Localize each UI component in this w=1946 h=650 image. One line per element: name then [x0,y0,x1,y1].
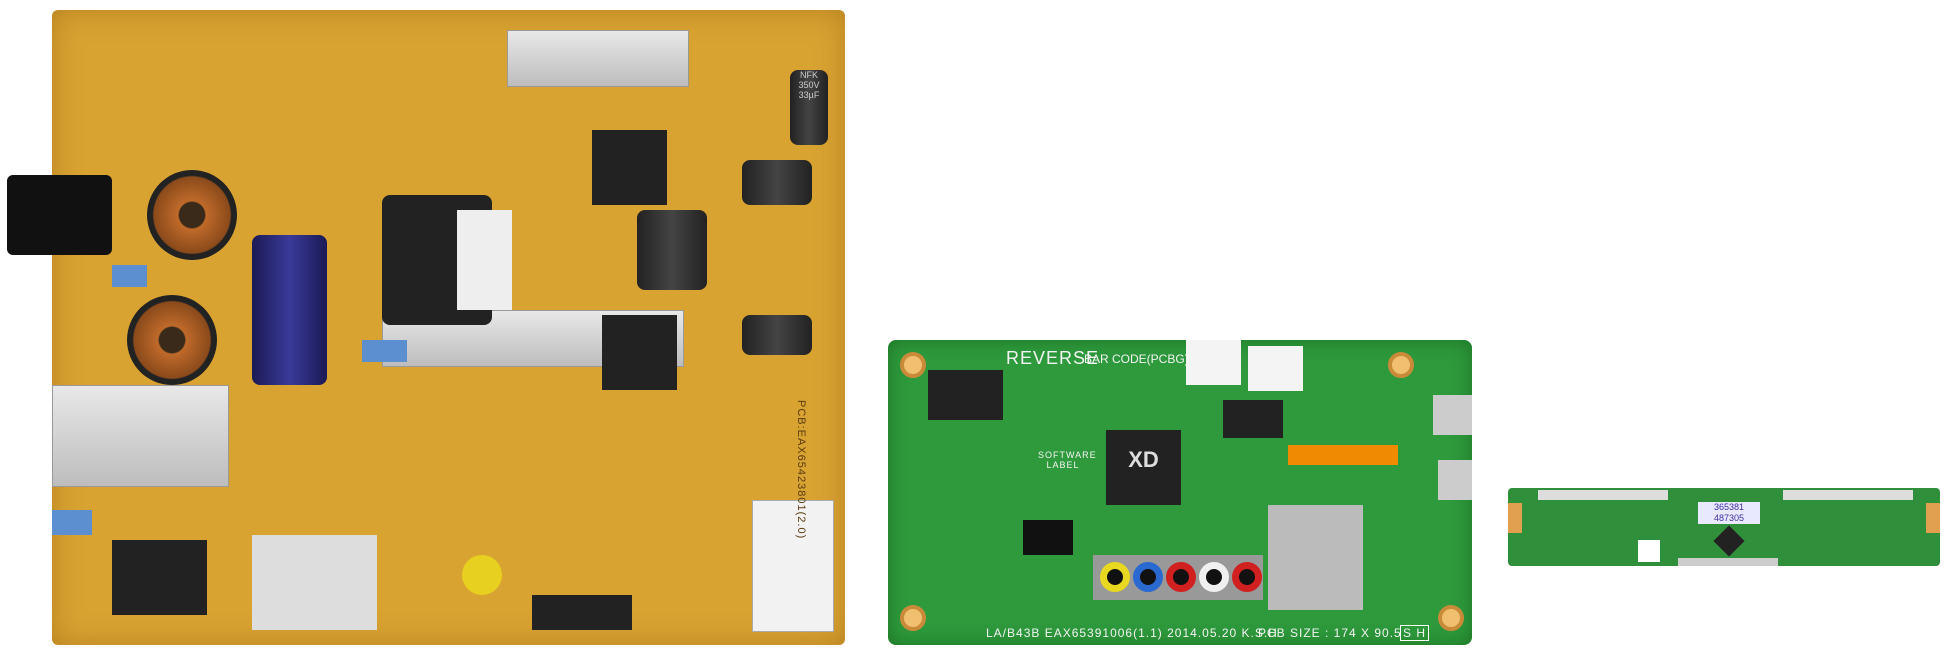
reverse-label: REVERSE [1006,348,1100,368]
tuner [1268,505,1363,610]
ci-slot [928,370,1003,420]
sh-mark: S H [1400,625,1430,641]
rca-jack-yellow[interactable] [1100,562,1130,592]
bulk-capacitor [252,235,327,385]
transformer-small [592,130,667,205]
rca-jack-blue[interactable] [1133,562,1163,592]
mounting-hole [900,352,926,378]
hdmi-port[interactable] [1023,520,1073,555]
transformer-small [602,315,677,390]
sticker: 365381 487305 [1698,502,1760,524]
rca-jack-red[interactable] [1166,562,1196,592]
inductor-coil [147,170,237,260]
tcon-chip [1713,525,1745,557]
lvds-connector [1538,490,1668,500]
sticker [1186,340,1241,385]
board-part-number: LA/B43B EAX65391006(1.1) 2014.05.20 K.S.… [986,626,1278,640]
output-connector [532,595,632,630]
mounting-tab [1926,503,1940,533]
barcode-sticker [752,500,834,632]
mounting-hole [1438,605,1464,631]
heatsink-left [52,385,229,487]
connector [1678,558,1778,566]
sticker [1248,346,1303,391]
barcode-label: BAR CODE(PCBG) [1084,352,1189,366]
main-soc-chip: XD [1106,430,1181,505]
mounting-tab [1508,503,1522,533]
usb-port[interactable] [1433,395,1472,435]
capacitor-yellow [462,555,502,595]
capacitor-blue [362,340,407,362]
transformer-label [457,210,512,310]
capacitor [742,315,812,355]
capacitor-blue [52,510,92,535]
memory-chip [1223,400,1283,438]
capacitor: NFK 350V 33µF [790,70,828,145]
inductor-coil [127,295,217,385]
capacitor [742,160,812,205]
hdmi-port[interactable] [1438,460,1472,500]
power-supply-board: NFK 350V 33µF PCB:EAX65423801(2.0) [7,10,845,645]
standby-transformer [112,540,207,615]
pcb-size: PCB SIZE : 174 X 90.5 [1258,626,1402,640]
orange-sticker [1288,445,1398,465]
ac-power-inlet [7,175,112,255]
rca-jack-white[interactable] [1199,562,1229,592]
tcon-board: 365381 487305 [1508,488,1940,566]
output-heatsink [252,535,377,630]
capacitor-marking: NFK 350V 33µF [798,70,820,100]
capacitor [637,210,707,290]
qr-label [1638,540,1660,562]
capacitor-blue [112,265,147,287]
mounting-hole [900,605,926,631]
main-board: REVERSE BAR CODE(PCBG) XD SOFTWARE LABEL… [888,340,1472,645]
software-label: SOFTWARE LABEL [1038,450,1097,470]
mounting-hole [1388,352,1414,378]
lvds-connector [1783,490,1913,500]
heatsink-top [507,30,689,87]
pcb-label: PCB:EAX65423801(2.0) [795,400,807,540]
rca-jack-red[interactable] [1232,562,1262,592]
